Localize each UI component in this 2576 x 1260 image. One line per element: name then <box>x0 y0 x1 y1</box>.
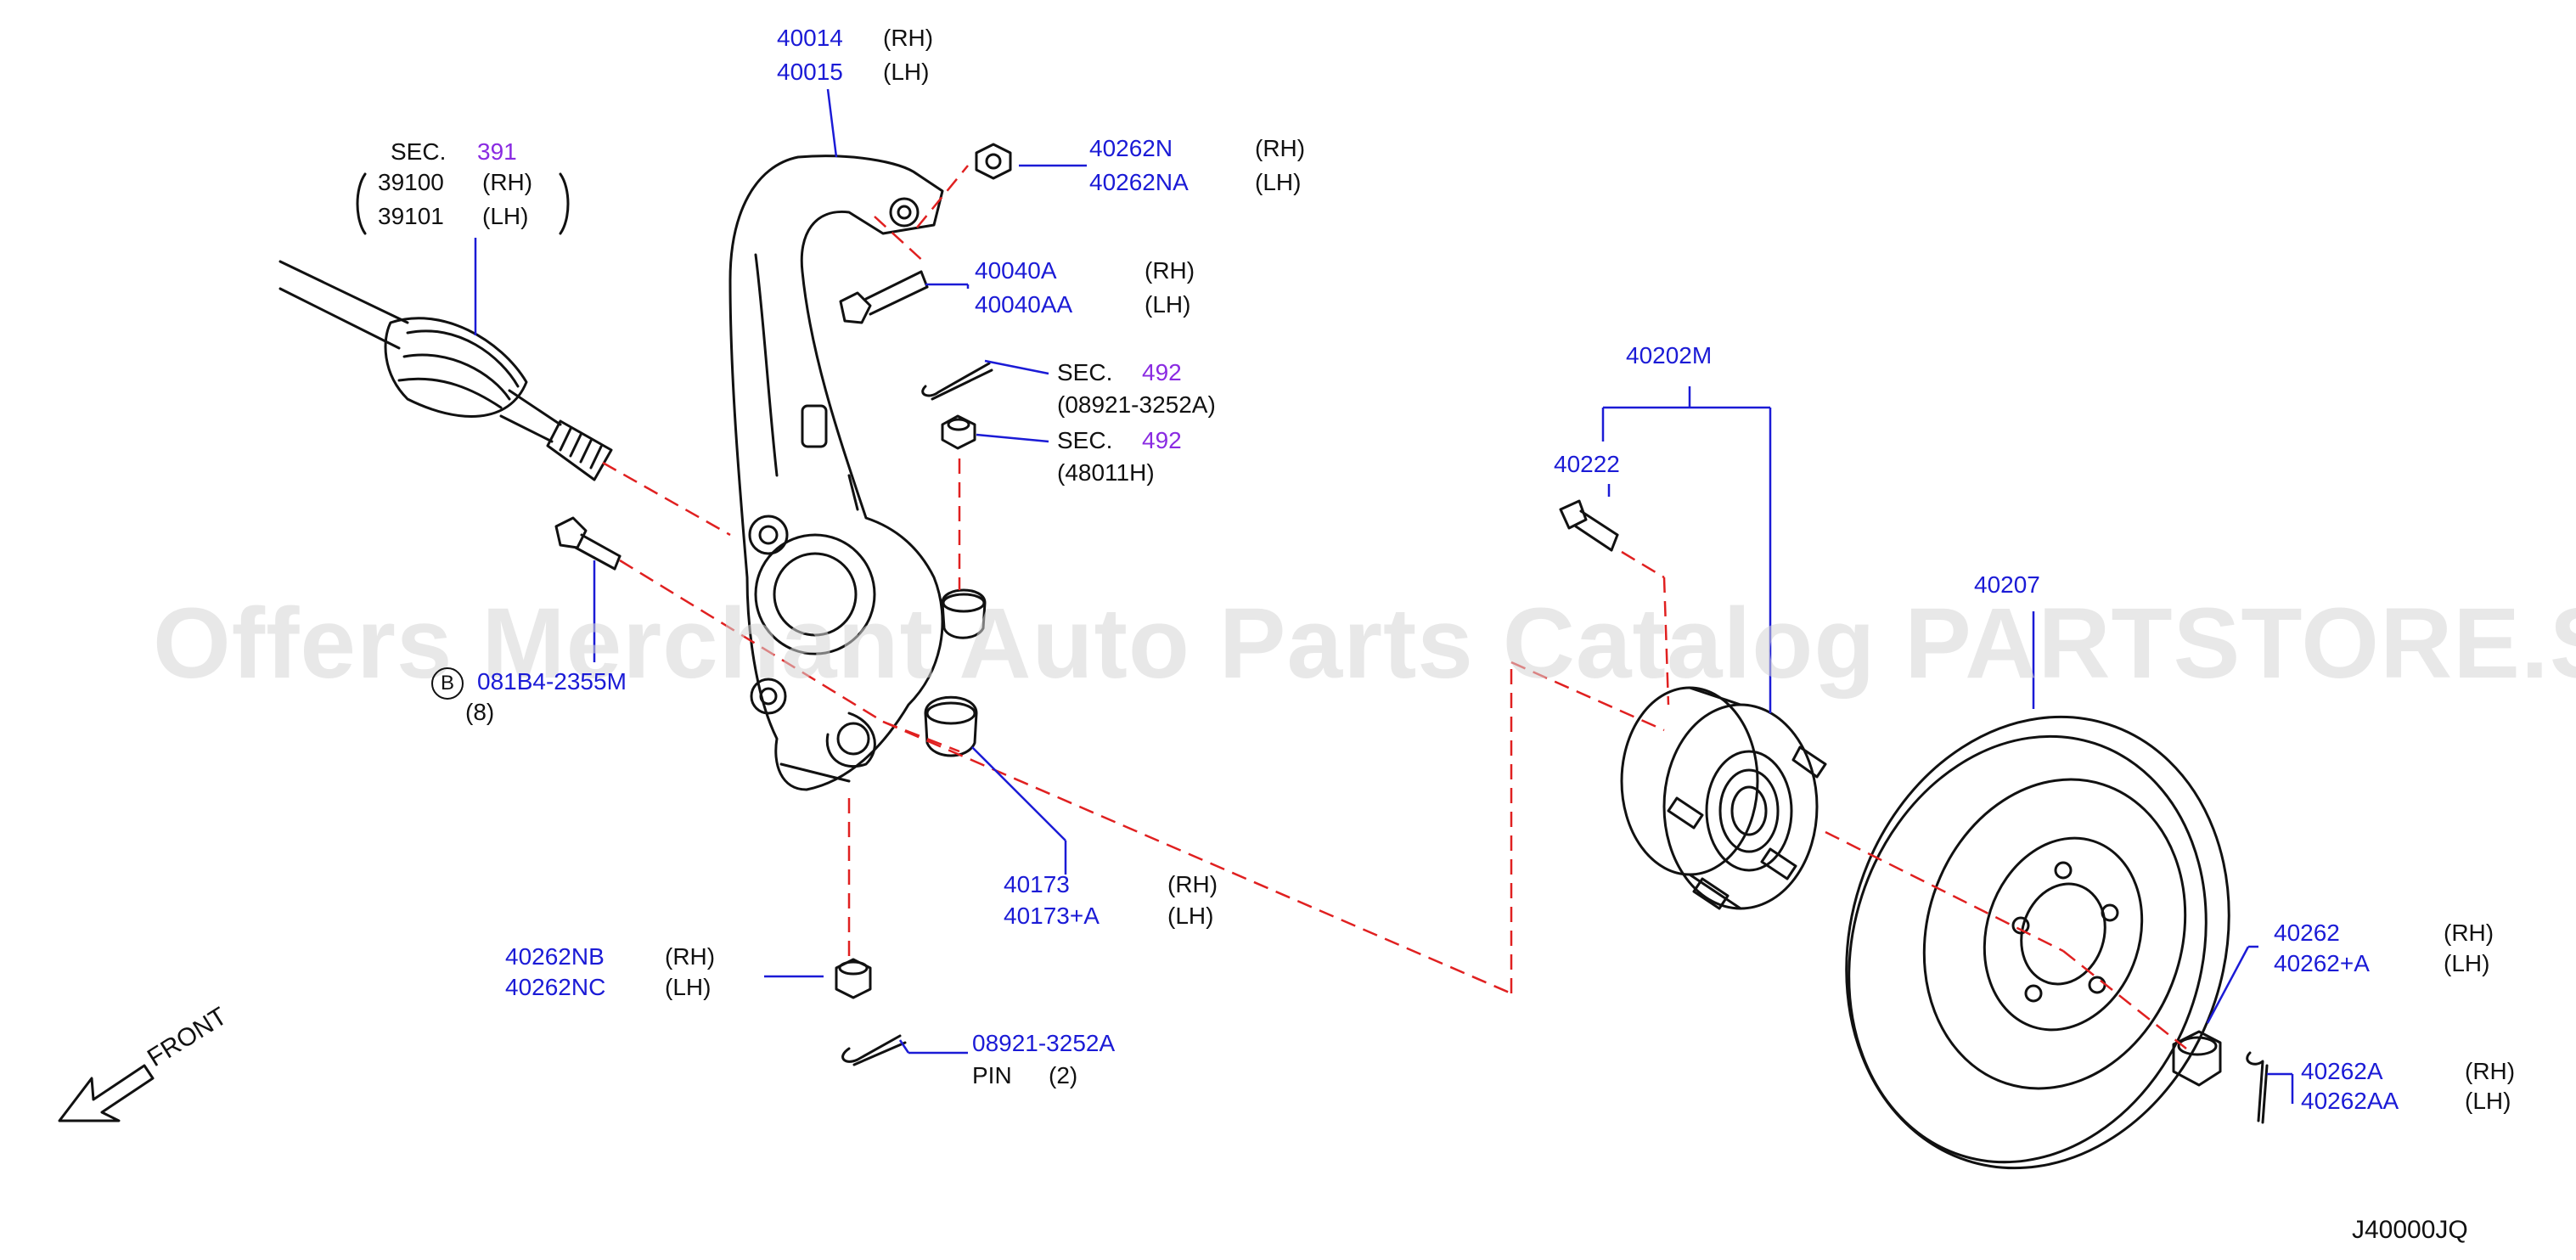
label-axle-rh-pn: 39100 <box>378 169 444 195</box>
label-bolt-b-pn[interactable]: 081B4-2355M <box>477 668 627 695</box>
label-lower-nut-rh-pn[interactable]: 40262NB <box>505 943 605 970</box>
label-sec-nut-num[interactable]: 492 <box>1142 427 1182 453</box>
drive-shaft-icon <box>278 260 613 481</box>
label-axle-sec: SEC. <box>391 138 447 165</box>
steering-knuckle-icon <box>728 155 944 791</box>
diagram-code: J40000JQ <box>2352 1216 2468 1244</box>
label-lower-nut-rh: (RH) <box>665 943 716 970</box>
label-hub-pin-lh: (LH) <box>2465 1088 2511 1114</box>
label-top-nut-rh: (RH) <box>1255 135 1306 161</box>
label-axle-sec-num[interactable]: 391 <box>477 138 517 165</box>
hub-pin-icon <box>2246 1051 2269 1124</box>
label-cotter-pin-qty: (2) <box>1049 1062 1078 1088</box>
label-knuckle-lh: (LH) <box>883 59 930 85</box>
bolt-b-badge: B <box>431 667 464 700</box>
label-sec-pin-sec: SEC. <box>1057 359 1113 385</box>
label-top-nut-rh-pn[interactable]: 40262N <box>1089 135 1173 161</box>
label-axle-lh-pn: 39101 <box>378 203 444 229</box>
brake-rotor-icon <box>1845 715 2230 1170</box>
label-lower-nut-lh: (LH) <box>665 974 711 1000</box>
lower-nut-icon <box>835 958 872 999</box>
label-top-bolt-lh: (LH) <box>1145 291 1191 318</box>
label-hub-nut-rh-pn[interactable]: 40262 <box>2274 920 2340 946</box>
sec-nut-icon <box>941 414 976 450</box>
label-bushing-rh-pn[interactable]: 40173 <box>1004 871 1070 897</box>
bushing-icon <box>924 588 987 757</box>
label-bushing-lh: (LH) <box>1167 903 1214 929</box>
top-nut-icon <box>975 143 1012 180</box>
label-top-nut-lh-pn[interactable]: 40262NA <box>1089 169 1189 195</box>
label-hub-nut-lh: (LH) <box>2444 950 2490 976</box>
label-axle-lh: (LH) <box>482 203 529 229</box>
label-knuckle-rh: (RH) <box>883 25 934 51</box>
label-hub-pin-rh: (RH) <box>2465 1058 2516 1084</box>
label-sec-nut-ref: (48011H) <box>1057 459 1155 486</box>
label-top-bolt-rh: (RH) <box>1145 257 1195 284</box>
label-axle-rh: (RH) <box>482 169 533 195</box>
label-knuckle-lh-pn[interactable]: 40015 <box>777 59 843 85</box>
label-bushing-lh-pn[interactable]: 40173+A <box>1004 903 1100 929</box>
label-top-nut-lh: (LH) <box>1255 169 1302 195</box>
label-sec-nut-sec: SEC. <box>1057 427 1113 453</box>
front-arrow-icon <box>58 1064 155 1122</box>
cotter-pin-lower-icon <box>841 1034 907 1066</box>
label-lower-nut-lh-pn[interactable]: 40262NC <box>505 974 606 1000</box>
label-bushing-rh: (RH) <box>1167 871 1218 897</box>
label-rotor-pn[interactable]: 40207 <box>1974 571 2040 598</box>
label-hub-nut-rh: (RH) <box>2444 920 2494 946</box>
label-cotter-pin-name: PIN <box>972 1062 1012 1088</box>
hub-assembly-icon <box>1620 686 1827 910</box>
label-cotter-pin-pn[interactable]: 08921-3252A <box>972 1030 1116 1056</box>
label-hub-bolt-pn[interactable]: 40222 <box>1554 451 1620 477</box>
label-sec-pin-num[interactable]: 492 <box>1142 359 1182 385</box>
label-top-bolt-lh-pn[interactable]: 40040AA <box>975 291 1073 318</box>
label-top-bolt-rh-pn[interactable]: 40040A <box>975 257 1057 284</box>
label-hub-nut-lh-pn[interactable]: 40262+A <box>2274 950 2370 976</box>
top-bolt-icon <box>839 270 929 324</box>
label-sec-pin-ref: (08921-3252A) <box>1057 391 1216 418</box>
cotter-pin-upper-icon <box>921 362 993 401</box>
label-knuckle-rh-pn[interactable]: 40014 <box>777 25 843 51</box>
label-hub-pin-lh-pn[interactable]: 40262AA <box>2301 1088 2399 1114</box>
hub-nut-icon <box>2172 1030 2222 1087</box>
label-hub-pin-rh-pn[interactable]: 40262A <box>2301 1058 2383 1084</box>
hub-bolt-icon <box>1559 499 1619 552</box>
label-bolt-b-qty: (8) <box>465 699 495 725</box>
flange-bolt-b-icon <box>554 516 622 571</box>
label-hub-assy-pn[interactable]: 40202M <box>1626 342 1713 368</box>
